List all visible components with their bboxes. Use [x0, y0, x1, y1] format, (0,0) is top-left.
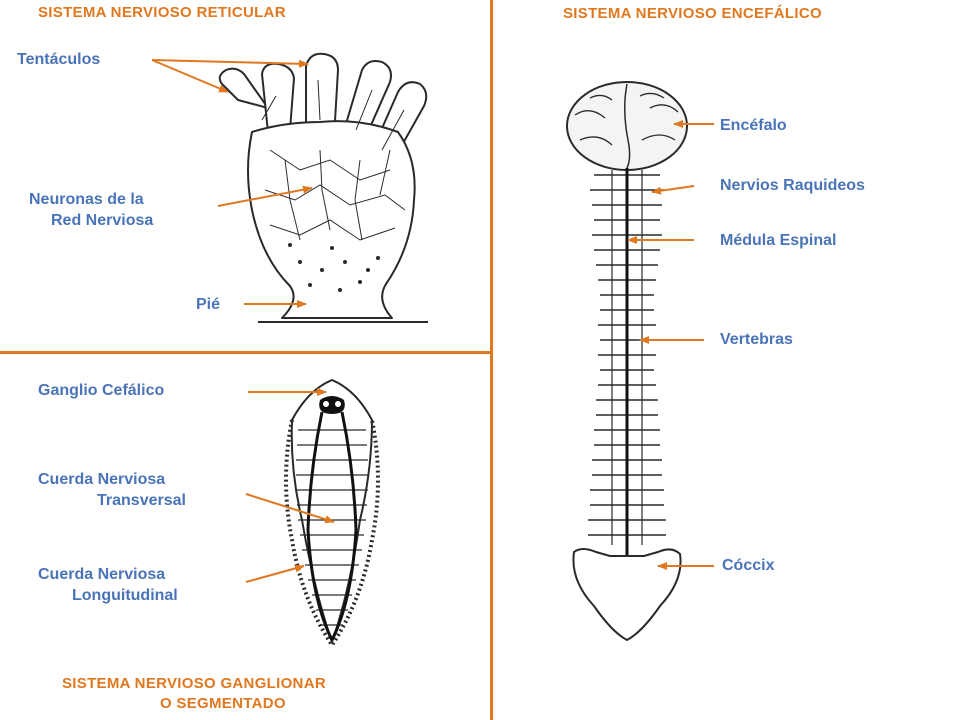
vertical-divider [490, 0, 493, 720]
label-longitudinal-line2: Longuitudinal [72, 587, 178, 604]
label-transversal-line2: Transversal [97, 492, 186, 509]
ganglionar-title-line2: O SEGMENTADO [160, 695, 286, 712]
spine-vertebrae [588, 168, 666, 610]
brain-drawing [566, 81, 688, 171]
ganglionar-title-line1: SISTEMA NERVIOSO GANGLIONAR [62, 675, 326, 692]
label-longitudinal-line1: Cuerda Nerviosa [38, 566, 166, 583]
hydra-dots [288, 243, 380, 292]
encefalico-title: SISTEMA NERVIOSO ENCEFÁLICO [563, 5, 822, 22]
label-medula-espinal: Médula Espinal [720, 232, 837, 249]
reticular-title: SISTEMA NERVIOSO RETICULAR [38, 4, 286, 21]
label-neuronas-line1: Neuronas de la [29, 191, 144, 208]
label-pie: Pié [196, 296, 221, 313]
planaria-drawing [284, 378, 380, 649]
label-nervios-raquideos: Nervios Raquideos [720, 177, 865, 194]
label-tentaculos: Tentáculos [17, 51, 101, 68]
horizontal-divider [0, 351, 490, 354]
label-neuronas-line2: Red Nerviosa [51, 212, 154, 229]
label-coccix: Cóccix [722, 557, 775, 574]
label-transversal-line1: Cuerda Nerviosa [38, 471, 166, 488]
label-arrows [151, 59, 714, 583]
label-ganglio-cefalico: Ganglio Cefálico [38, 382, 165, 399]
hydra-nerve-net [261, 79, 406, 241]
label-encefalo: Encéfalo [720, 117, 787, 134]
coccyx-drawing [572, 548, 682, 642]
label-vertebras: Vertebras [720, 331, 793, 348]
